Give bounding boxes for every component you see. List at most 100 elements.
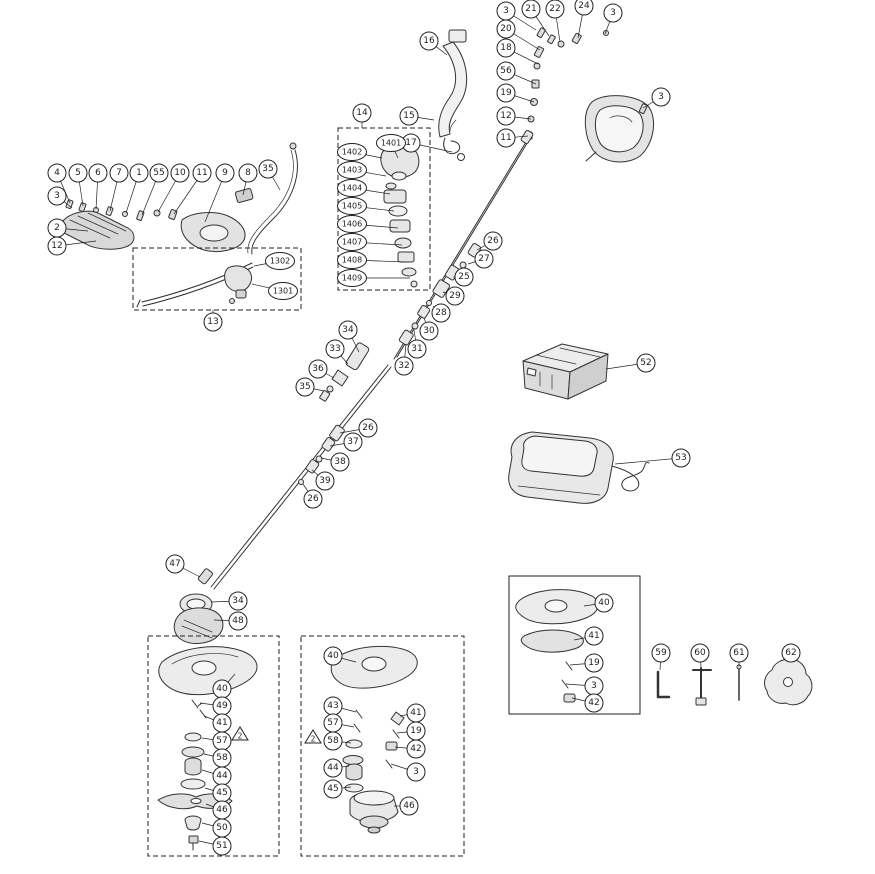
callout-number: 46 (216, 805, 228, 815)
callout-balloon (406, 762, 426, 782)
callout-number: 10 (174, 168, 186, 178)
callout-balloon (406, 739, 426, 759)
callout-number: 57 (216, 736, 227, 746)
callout-number: 59 (655, 648, 667, 658)
callout-balloon (358, 418, 378, 438)
callout-3: 3 (47, 186, 67, 206)
callout-58: 58 (212, 748, 232, 768)
callout-number: 35 (262, 164, 273, 174)
callout-balloon (228, 591, 248, 611)
callout-balloon (88, 163, 108, 183)
callout-number: 32 (398, 361, 409, 371)
callout-3: 3 (496, 1, 516, 21)
cable-clamp-parts (298, 424, 345, 485)
callout-balloon (149, 163, 169, 183)
callout-balloon (496, 106, 516, 126)
callout-3: 3 (651, 87, 671, 107)
callout-number: 11 (500, 133, 511, 143)
callout-balloon (574, 0, 594, 16)
callout-38: 38 (330, 452, 350, 472)
shaft-coupler-parts (398, 243, 482, 346)
callout-21: 21 (521, 0, 541, 19)
callout-number: 34 (232, 596, 244, 606)
callout-number: 48 (232, 616, 244, 626)
callout-40: 40 (212, 679, 232, 699)
callout-balloon (228, 611, 248, 631)
callout-1402: 1402 (337, 143, 367, 161)
callout-number: 1405 (342, 202, 362, 211)
callout-46: 46 (212, 800, 232, 820)
battery-part (522, 343, 609, 400)
callout-balloon (399, 106, 419, 126)
callout-number: 60 (694, 648, 706, 658)
callout-1: 1 (129, 163, 149, 183)
callout-8: 8 (238, 163, 258, 183)
callout-62: 62 (781, 643, 801, 663)
callout-number: 1404 (342, 184, 362, 193)
callout-number: 1407 (342, 238, 362, 247)
callout-number: 41 (588, 631, 599, 641)
callout-18: 18 (496, 38, 516, 58)
callout-3: 3 (603, 3, 623, 23)
callout-1404: 1404 (337, 179, 367, 197)
callout-number: 49 (216, 701, 228, 711)
callout-11: 11 (496, 128, 516, 148)
callout-balloon (729, 643, 749, 663)
callout-balloon (330, 452, 350, 472)
callout-36: 36 (308, 359, 328, 379)
callout-number: 34 (342, 325, 354, 335)
callout-number: 44 (216, 771, 228, 781)
callout-balloon (337, 197, 367, 215)
callout-number: 1408 (342, 256, 362, 265)
callout-11: 11 (192, 163, 212, 183)
callout-balloon (781, 643, 801, 663)
callout-number: 4 (54, 168, 60, 178)
wrench-part (692, 667, 712, 706)
callout-balloon (315, 471, 335, 491)
callout-42: 42 (406, 739, 426, 759)
callout-balloon (323, 779, 343, 799)
callout-number: 28 (435, 308, 447, 318)
callout-number: 41 (410, 708, 421, 718)
callout-balloon (337, 161, 367, 179)
callout-39: 39 (315, 471, 335, 491)
callout-number: 3 (610, 8, 616, 18)
callout-number: 47 (169, 559, 180, 569)
callout-number: 1406 (342, 220, 362, 229)
callout-number: 38 (334, 457, 346, 467)
callout-45: 45 (323, 779, 343, 799)
callout-1301: 1301 (268, 282, 298, 300)
callout-number: 62 (785, 648, 796, 658)
callout-28: 28 (431, 303, 451, 323)
callout-balloon (419, 321, 439, 341)
main-shaft-part (210, 130, 534, 590)
guard-assembly-box (508, 575, 641, 715)
callout-number: 16 (423, 36, 435, 46)
hanger-bracket-parts (319, 342, 370, 402)
callout-number: 3 (503, 6, 509, 16)
callout-balloon (431, 303, 451, 323)
callout-number: 9 (222, 168, 228, 178)
callout-balloon (308, 359, 328, 379)
callout-balloon (215, 163, 235, 183)
callout-number: 1401 (381, 139, 401, 148)
callout-balloon (323, 731, 343, 751)
front-handle-parts (59, 188, 254, 253)
callout-balloon (376, 134, 406, 152)
callout-1409: 1409 (337, 269, 367, 287)
callout-7: 7 (109, 163, 129, 183)
callout-balloon (407, 339, 427, 359)
callout-29: 29 (445, 286, 465, 306)
callout-number: 1302 (270, 257, 290, 266)
blade-assembly-box (147, 635, 280, 857)
callout-number: 56 (500, 66, 512, 76)
callout-balloon (47, 163, 67, 183)
callout-balloon (212, 836, 232, 856)
callout-50: 50 (212, 818, 232, 838)
callout-25: 25 (454, 267, 474, 287)
boom-handle-parts (136, 262, 254, 308)
callout-number: 3 (591, 681, 597, 691)
callout-balloon (203, 312, 223, 332)
callout-number: 31 (411, 344, 422, 354)
callout-balloon (337, 233, 367, 251)
